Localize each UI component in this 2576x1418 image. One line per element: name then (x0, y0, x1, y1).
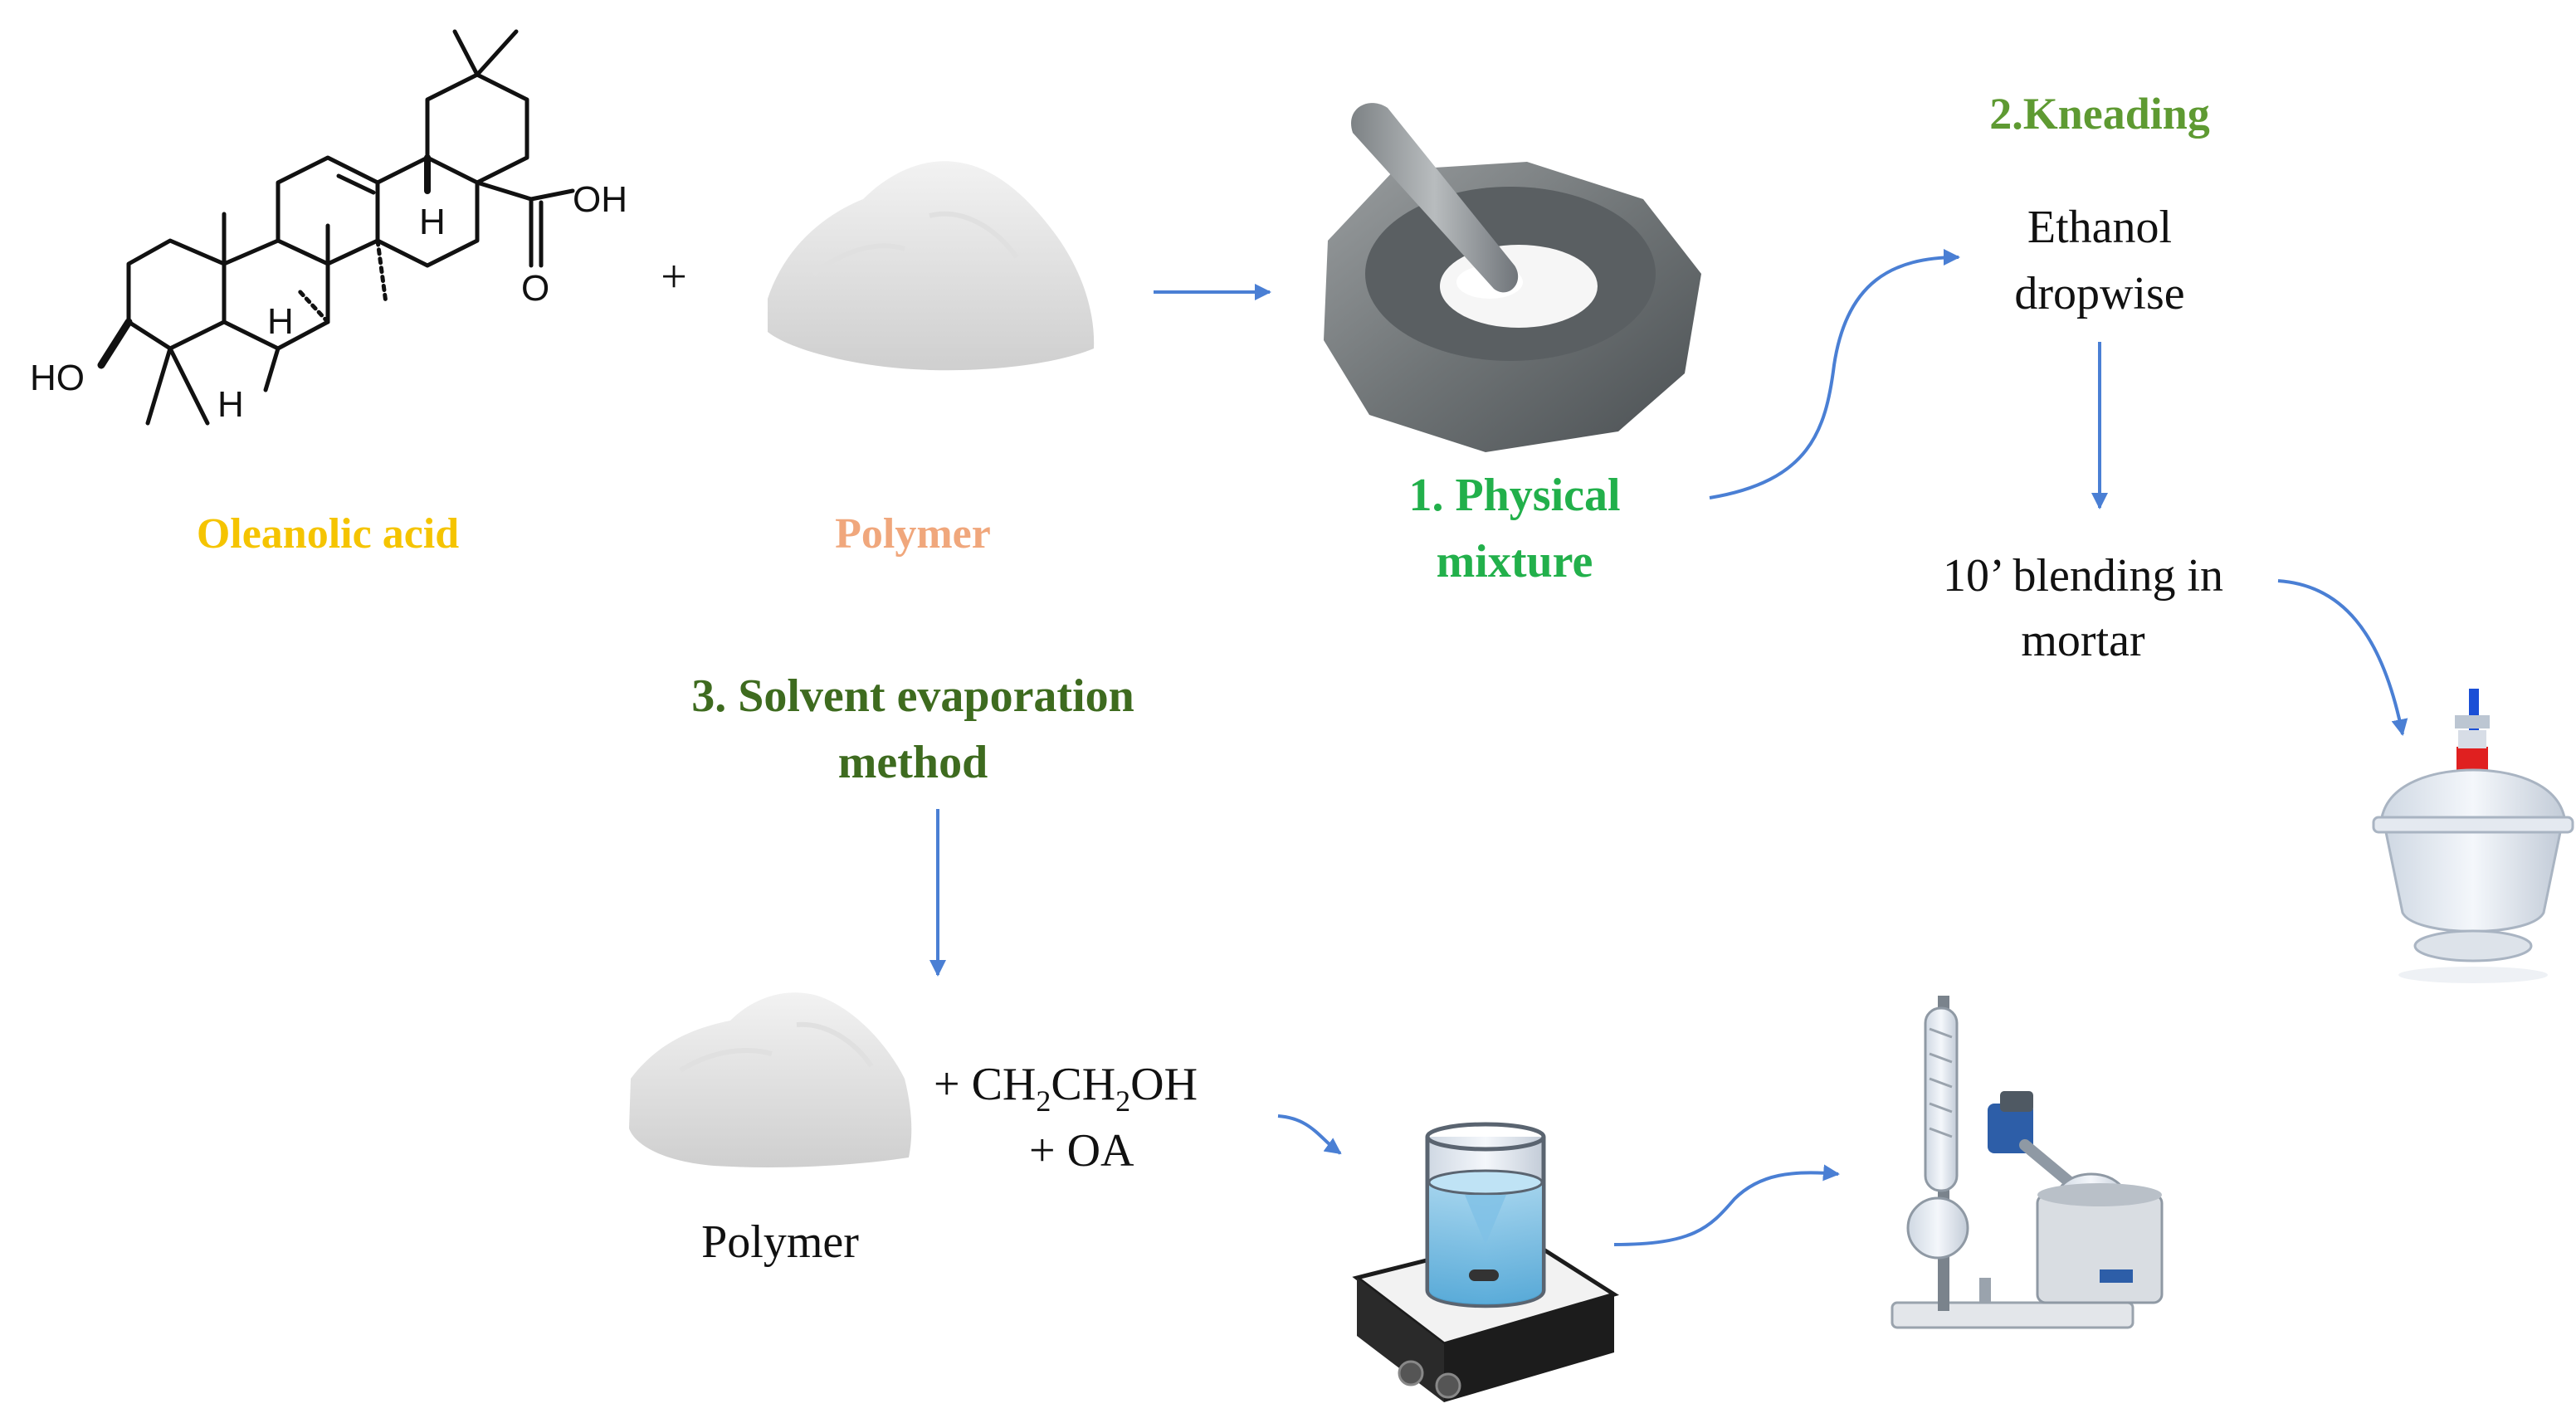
arrow-mixture-to-kneading (1709, 249, 1960, 499)
polymer-bottom-label: Polymer (701, 1216, 859, 1268)
polymer-top-label: Polymer (835, 510, 991, 558)
reagents-formula: + CH2CH2OH (934, 1059, 1198, 1118)
arrow-blending-to-desiccator (2277, 579, 2408, 736)
oleanolic-acid-atom-labels: HO OH O H H H (30, 179, 627, 425)
reagents-oa: + OA (1029, 1125, 1134, 1177)
mortar-pestle-image (1324, 103, 1701, 452)
desiccator-image (2372, 689, 2574, 983)
arrow-reagents-to-stirrer (1277, 1114, 1342, 1155)
h-middle-label: H (267, 301, 294, 342)
rotary-evaporator-image (1891, 996, 2164, 1329)
arrow-stirrer-to-rotavap (1613, 1164, 1840, 1246)
solvent-evaporation-line1: 3. Solvent evaporation (691, 670, 1134, 722)
h-bottom-label: H (217, 384, 244, 425)
ethanol-dropwise-line2: dropwise (2014, 268, 2184, 319)
physical-mixture-label-line1: 1. Physical (1408, 470, 1620, 521)
carbonyl-o-label: O (521, 268, 549, 309)
plus-sign: + (661, 251, 687, 303)
blending-line2: mortar (2021, 615, 2145, 666)
ethanol-dropwise-line1: Ethanol (2027, 202, 2172, 253)
blending-line1: 10’ blending in (1943, 550, 2223, 602)
physical-mixture-label-line2: mixture (1437, 536, 1593, 587)
oleanolic-acid-label: Oleanolic acid (197, 510, 459, 558)
oleanolic-acid-structure (97, 29, 575, 426)
magnetic-stirrer-beaker-image (1352, 1122, 1619, 1402)
polymer-powder-bottom-image (629, 992, 912, 1167)
solvent-evaporation-line2: method (838, 737, 988, 788)
polymer-powder-image (768, 161, 1095, 371)
h-top-label: H (419, 202, 446, 242)
acid-oh-label: OH (573, 179, 627, 220)
kneading-title: 2.Kneading (1989, 89, 2210, 139)
hydroxyl-label: HO (30, 358, 85, 398)
